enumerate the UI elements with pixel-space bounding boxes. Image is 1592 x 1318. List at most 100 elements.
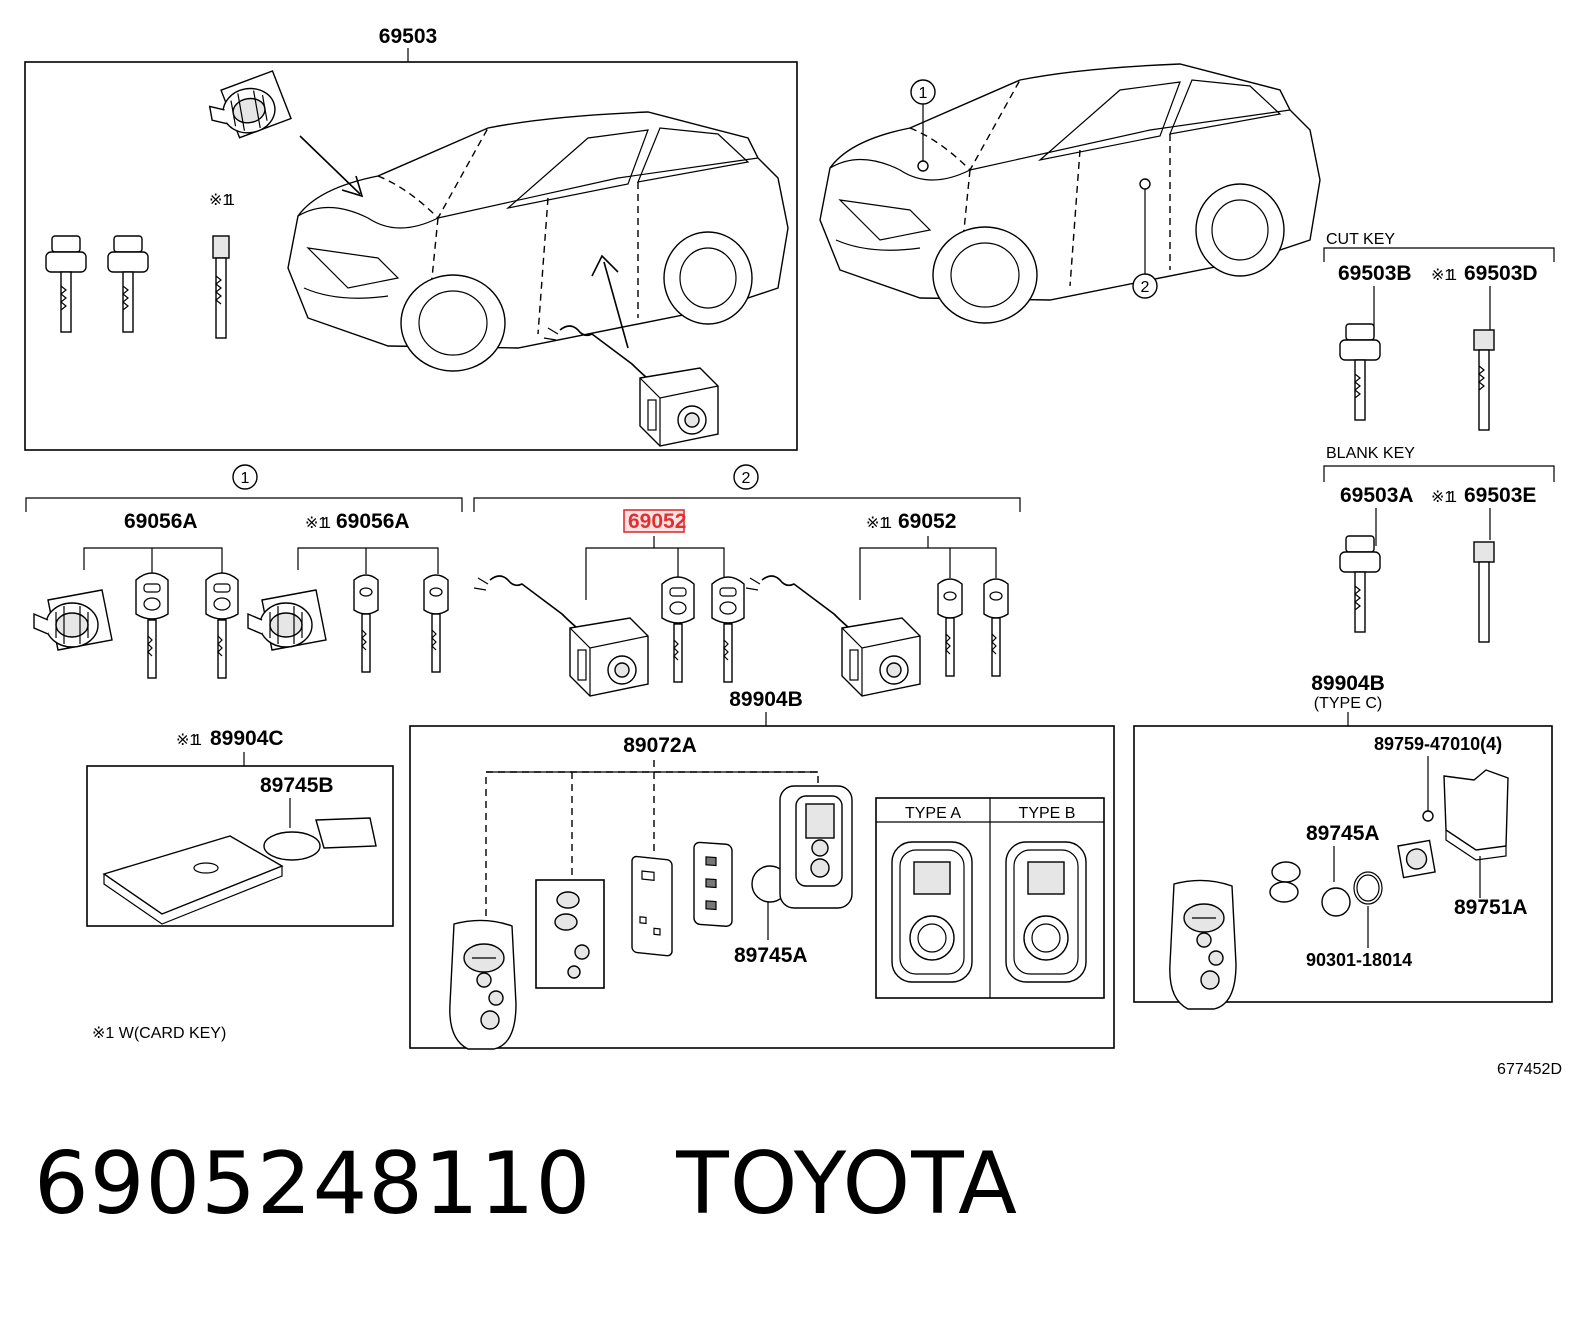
button-icon — [574, 944, 590, 960]
svg-text:2: 2 — [1141, 279, 1150, 296]
label-69056A-card: 69056A — [336, 510, 410, 533]
smart-key-remote-icon — [1169, 879, 1237, 1010]
svg-text:※1: ※1 — [1431, 267, 1453, 284]
door-lock-cylinder-icon — [543, 325, 719, 447]
emergency-key-icon — [1473, 329, 1495, 431]
ignition-cylinder-icon — [204, 68, 294, 143]
label-69503A: 69503A — [1340, 484, 1414, 507]
blank-key-group: BLANK KEY 69503A ※1 1 69503E — [1323, 445, 1555, 643]
label-89745A-c: 89745A — [1306, 822, 1380, 845]
label-89745B: 89745B — [260, 774, 334, 797]
key-icon — [135, 572, 169, 679]
brand-name: TOYOTA — [676, 1134, 1018, 1234]
emergency-key-icon — [212, 235, 230, 339]
label-89751A: 89751A — [1454, 896, 1528, 919]
label-69052-card: 69052 — [898, 510, 956, 533]
type-c-frame — [1133, 725, 1553, 1003]
key-icon — [423, 574, 449, 673]
label-89904B-type-c: 89904B — [1311, 672, 1385, 695]
key-icon — [937, 578, 963, 677]
type-c-smart-key-group: 89904B (TYPE C) 89759-47010(4) 89751A 89… — [1133, 672, 1553, 1010]
card-key-group: ※1 1 89904C 89745B — [86, 727, 394, 927]
svg-text:1: 1 — [919, 85, 928, 102]
svg-text:2: 2 — [742, 470, 751, 487]
card-mark-index: 1 — [226, 192, 235, 209]
type-b-label: TYPE B — [1019, 805, 1076, 822]
button-icon — [567, 965, 581, 979]
card-key-frame — [86, 765, 394, 927]
type-a-key-icon — [891, 841, 973, 983]
label-69503D: 69503D — [1464, 262, 1538, 285]
label-sheet-icon — [315, 817, 377, 849]
key-icon — [1339, 535, 1381, 633]
door-lock-cylinder-icon — [745, 575, 921, 697]
svg-text:※1: ※1 — [866, 515, 888, 532]
key-cylinder-set-group: 69503 ※1 1 — [24, 25, 798, 451]
key-icon — [353, 574, 379, 673]
key-icon — [711, 576, 745, 683]
smart-key-group: 89904B 89072A 89745A — [409, 688, 1115, 1050]
label-89904B: 89904B — [729, 688, 803, 711]
ignition-cylinder-icon — [33, 589, 113, 651]
o-ring-icon — [1353, 871, 1383, 905]
card-mark: ※1 — [209, 192, 231, 209]
label-69052-highlight[interactable]: 69052 — [628, 510, 686, 533]
svg-text:1: 1 — [322, 515, 331, 532]
label-89072A: 89072A — [623, 734, 697, 757]
smart-key-remote-icon — [449, 919, 517, 1050]
button-set-frame — [535, 879, 605, 989]
ignition-cylinder-icon — [247, 589, 327, 651]
label-89904C: 89904C — [210, 727, 284, 750]
label-69503: 69503 — [379, 25, 437, 48]
button-set-icon — [1269, 861, 1301, 903]
svg-text:※1: ※1 — [176, 732, 198, 749]
svg-text:1: 1 — [193, 732, 202, 749]
battery-icon — [1321, 887, 1351, 917]
key-icon — [983, 578, 1009, 677]
svg-text:※1: ※1 — [1431, 489, 1453, 506]
label-69056A: 69056A — [124, 510, 198, 533]
cut-key-title: CUT KEY — [1326, 231, 1395, 248]
svg-text:※1: ※1 — [305, 515, 327, 532]
vehicle-illustration-right — [819, 63, 1321, 324]
board-icon — [1397, 839, 1436, 879]
part-caption: 6905248110 TOYOTA — [34, 1134, 1018, 1234]
key-cover-icon — [779, 785, 853, 909]
label-69503B: 69503B — [1338, 262, 1412, 285]
svg-text:1: 1 — [241, 470, 250, 487]
label-89745A: 89745A — [734, 944, 808, 967]
diagram-id: 677452D — [1497, 1061, 1562, 1078]
screw-icon — [1422, 810, 1434, 822]
svg-text:1: 1 — [1448, 267, 1457, 284]
type-b-key-icon — [1005, 841, 1087, 983]
svg-text:1: 1 — [883, 515, 892, 532]
emergency-key-icon — [1473, 541, 1495, 643]
button-icon — [556, 891, 580, 909]
vehicle-illustration — [287, 111, 789, 372]
label-69503E: 69503E — [1464, 484, 1536, 507]
cut-key-group: CUT KEY 69503B ※1 1 69503D — [1323, 231, 1555, 431]
key-holder-icon — [1443, 769, 1509, 851]
vehicle-location-view: 1 2 — [819, 63, 1321, 324]
key-case-icon — [693, 841, 733, 927]
key-icon — [1339, 323, 1381, 421]
svg-text:1: 1 — [1448, 489, 1457, 506]
key-icon — [661, 576, 695, 683]
label-89759: 89759-47010(4) — [1374, 734, 1502, 754]
smart-key-frame — [409, 725, 1115, 1049]
card-key-note: ※1 W(CARD KEY) — [92, 1025, 226, 1042]
section-2-door-lock-sets: 2 69052 ※1 1 69052 — [473, 464, 1021, 697]
type-c-label: (TYPE C) — [1314, 695, 1382, 712]
key-icon — [45, 235, 87, 333]
button-icon — [554, 913, 578, 931]
label-90301: 90301-18014 — [1306, 950, 1412, 970]
assembly-frame — [24, 61, 798, 451]
battery-icon — [263, 831, 321, 861]
part-number: 6905248110 — [34, 1134, 592, 1234]
type-a-label: TYPE A — [905, 805, 961, 822]
key-icon — [107, 235, 149, 333]
key-icon — [205, 572, 239, 679]
highlight-box — [623, 509, 685, 533]
section-1-ignition-sets: 1 69056A ※1 1 69056A — [25, 464, 463, 679]
